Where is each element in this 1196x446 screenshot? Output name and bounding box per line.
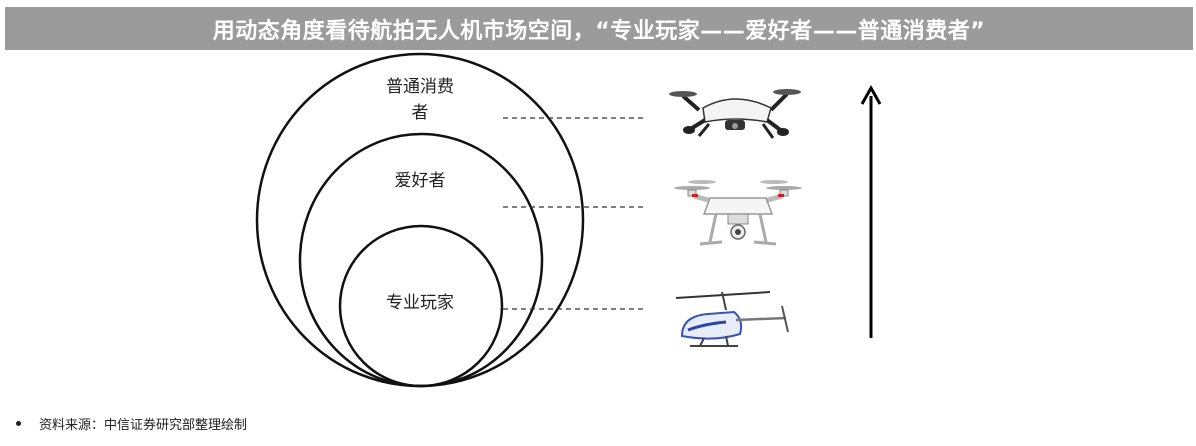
title-bar: 用动态角度看待航拍无人机市场空间，“专业玩家——爱好者——普通消费者” [5,7,1193,50]
camera-drone-icon [674,180,802,246]
inner-circle-label: 专业玩家 [386,293,454,313]
page-title: 用动态角度看待航拍无人机市场空间，“专业玩家——爱好者——普通消费者” [212,18,986,44]
drone-icon [669,89,801,139]
middle-circle-label: 爱好者 [395,171,446,191]
source-note: 资料来源：中信证券研究部整理绘制 [16,414,247,433]
inner-circle-professionals [338,224,504,388]
helicopter-icon [675,291,789,347]
outer-circle-label-line1: 普通消费 [386,77,454,97]
growth-arrow-icon [860,84,882,338]
bullet-icon [16,421,21,426]
source-text: 资料来源：中信证券研究部整理绘制 [39,418,248,433]
outer-circle-label-line2: 者 [412,103,429,123]
